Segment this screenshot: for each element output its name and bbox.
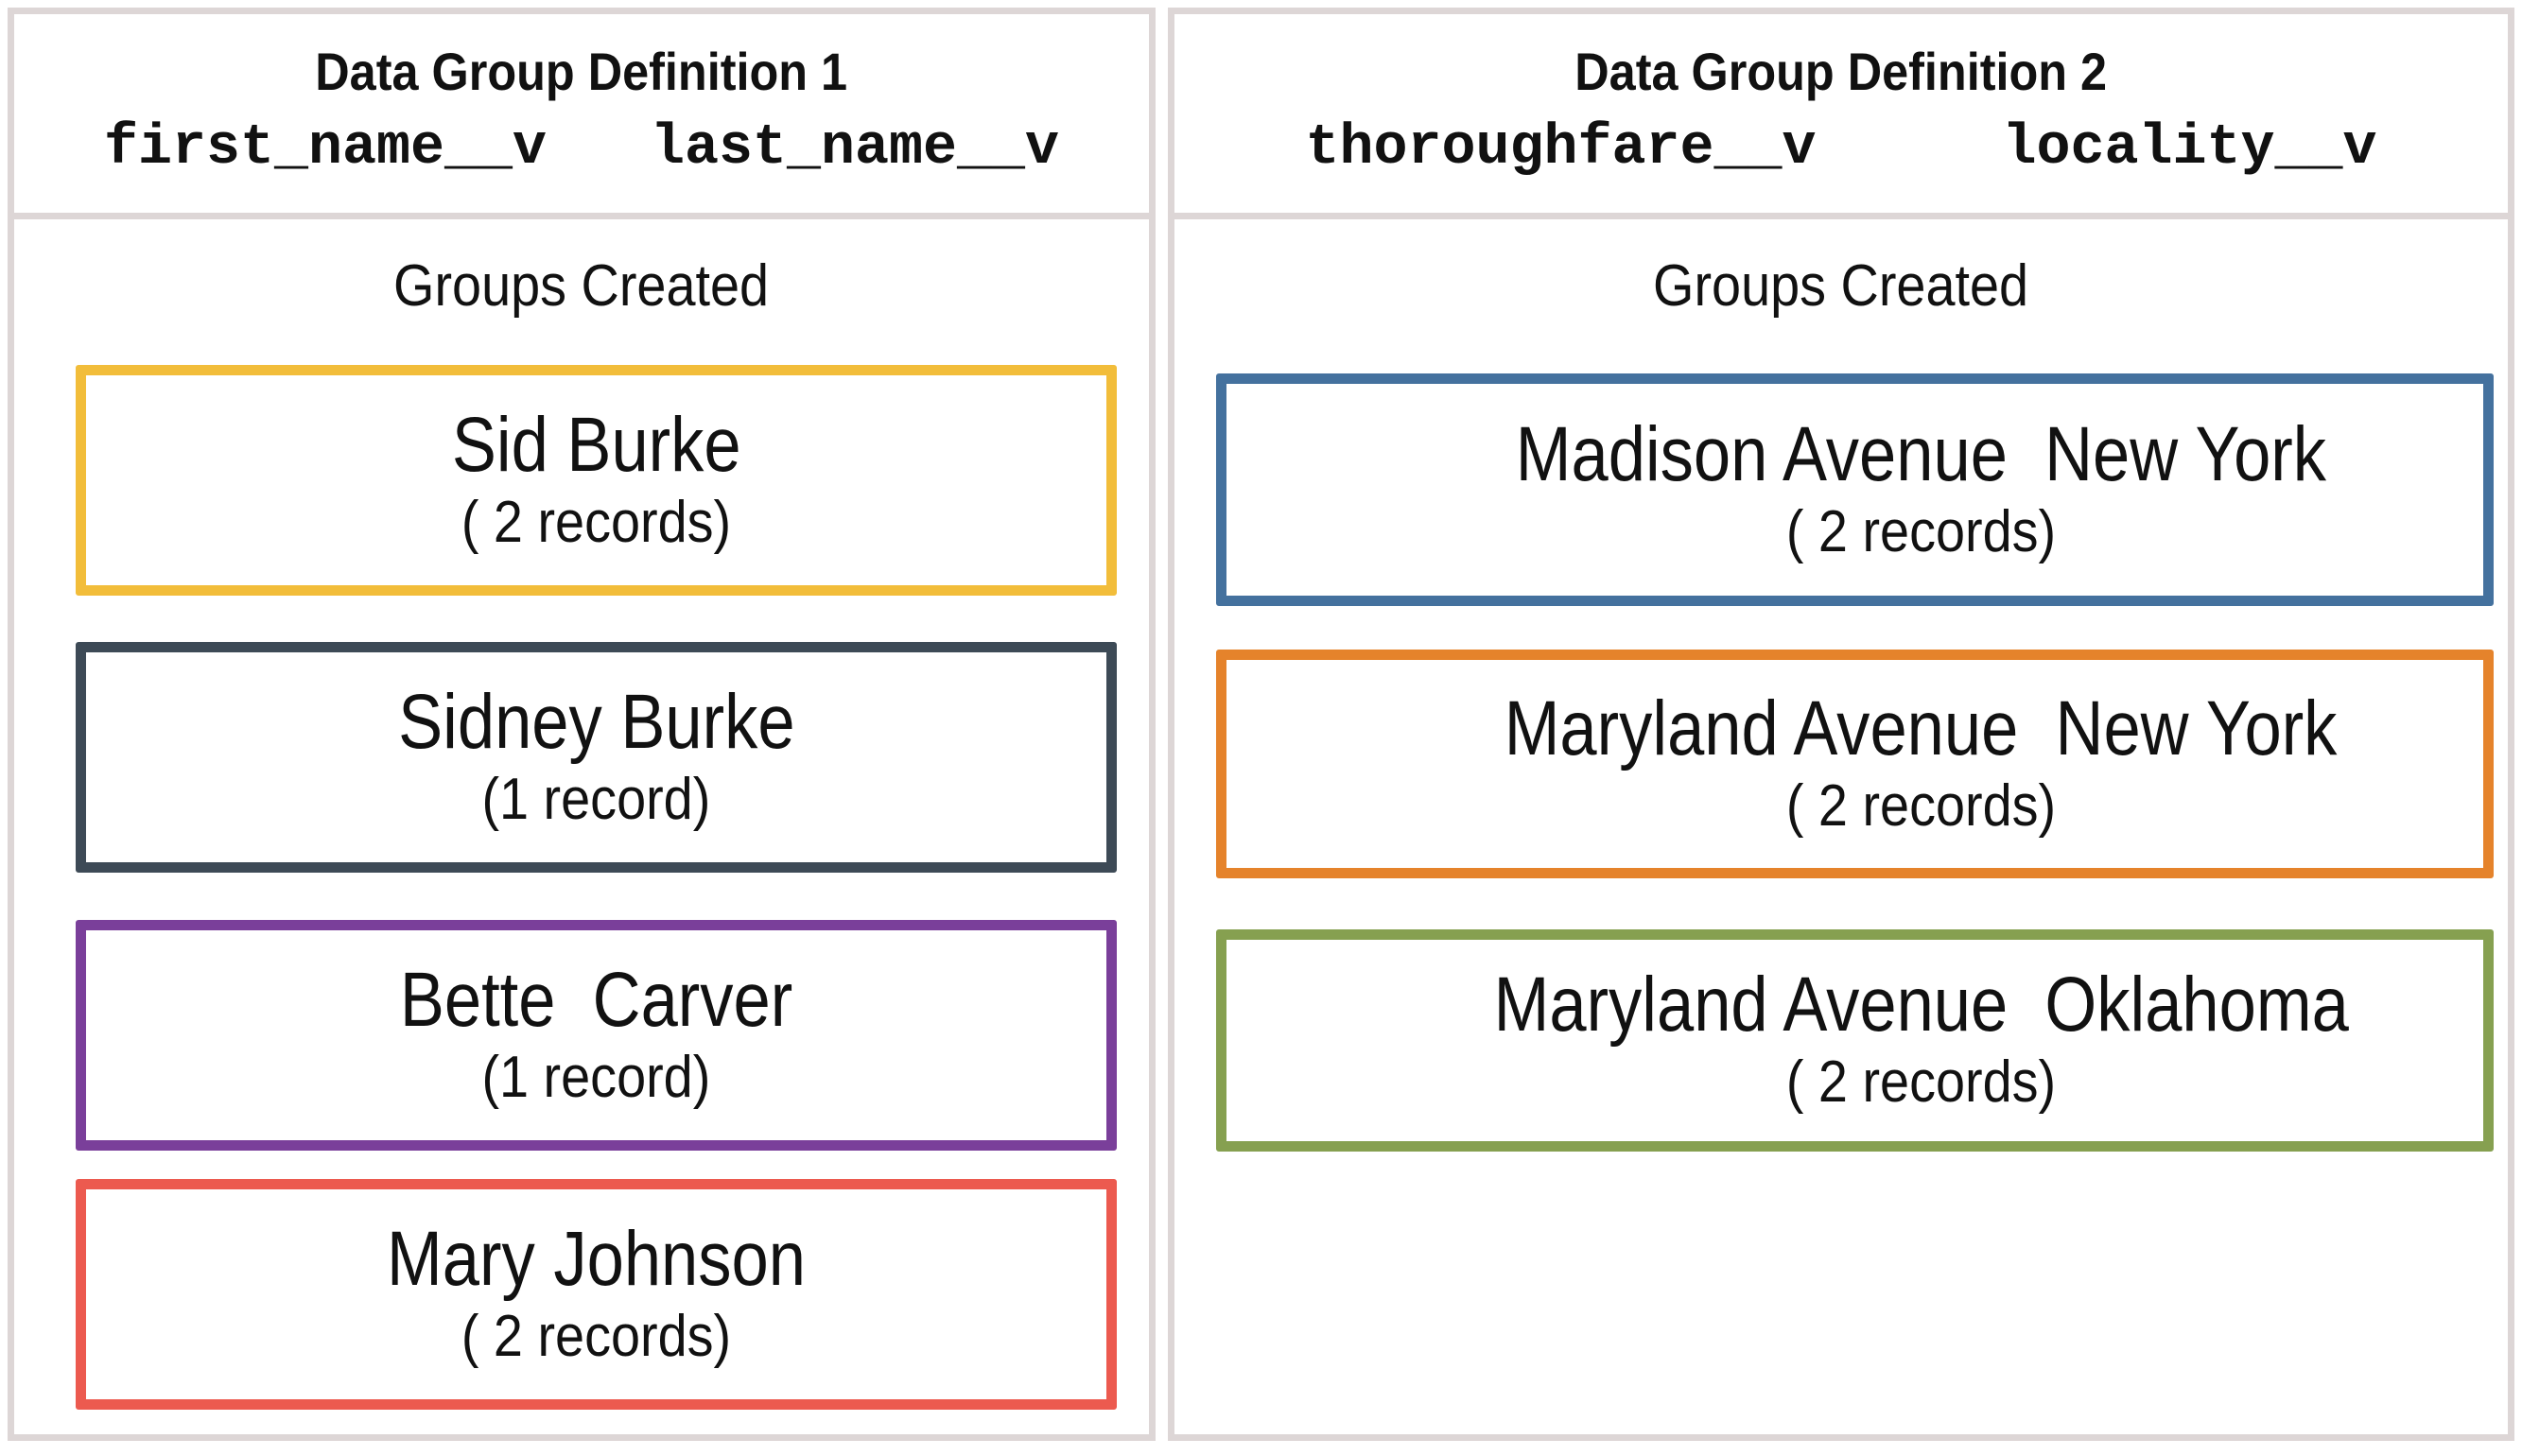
group-box: Sid Burke ( 2 records) <box>76 365 1117 596</box>
group-name: Madison Avenue New York <box>1515 410 2327 497</box>
group-box: Sidney Burke (1 record) <box>76 642 1117 873</box>
group-name: Mary Johnson <box>387 1215 806 1302</box>
data-group-definition-2-panel: Data Group Definition 2 thoroughfare__v … <box>1168 8 2514 1441</box>
group-name: Maryland Avenue Oklahoma <box>1493 962 2349 1049</box>
group-record-count: ( 2 records) <box>1785 498 2057 564</box>
group-box: Bette Carver (1 record) <box>76 920 1117 1151</box>
group-box: Maryland Avenue New York ( 2 records) <box>1216 650 2494 878</box>
group-box: Mary Johnson ( 2 records) <box>76 1179 1117 1410</box>
subtitle-text: Groups Created <box>393 253 770 319</box>
groups-created-label: Groups Created <box>14 252 1149 320</box>
definition-header: Data Group Definition 1 first_name__v la… <box>14 14 1149 219</box>
groups-created-label: Groups Created <box>1174 252 2508 320</box>
title-text: Data Group Definition 2 <box>1574 42 2108 101</box>
field-name: last_name__v <box>650 116 1060 181</box>
subtitle-text: Groups Created <box>1653 253 2029 319</box>
group-name: Bette Carver <box>399 956 793 1043</box>
group-record-count: (1 record) <box>481 1044 711 1110</box>
group-name: Maryland Avenue New York <box>1505 685 2338 771</box>
group-box: Maryland Avenue Oklahoma ( 2 records) <box>1216 929 2494 1152</box>
group-name: Sidney Burke <box>397 678 795 765</box>
group-record-count: ( 2 records) <box>461 1303 732 1369</box>
definition-title: Data Group Definition 1 <box>14 41 1149 102</box>
group-record-count: ( 2 records) <box>1785 772 2057 839</box>
group-box: Madison Avenue New York ( 2 records) <box>1216 373 2494 606</box>
group-text: Madison Avenue New York ( 2 records) <box>1450 410 2392 568</box>
group-name: Sid Burke <box>451 401 741 488</box>
group-record-count: ( 2 records) <box>461 489 732 555</box>
field-name: locality__v <box>2002 116 2377 181</box>
data-group-definition-1-panel: Data Group Definition 1 first_name__v la… <box>8 8 1156 1441</box>
definition-header: Data Group Definition 2 thoroughfare__v … <box>1174 14 2508 219</box>
group-record-count: (1 record) <box>481 766 711 832</box>
field-name: thoroughfare__v <box>1305 116 1817 181</box>
field-list: thoroughfare__v locality__v <box>1174 116 2508 181</box>
field-list: first_name__v last_name__v <box>14 116 1149 181</box>
field-name: first_name__v <box>103 116 548 181</box>
title-text: Data Group Definition 1 <box>315 42 848 101</box>
definition-title: Data Group Definition 2 <box>1174 41 2508 102</box>
group-record-count: ( 2 records) <box>1785 1049 2057 1116</box>
group-text: Maryland Avenue Oklahoma ( 2 records) <box>1424 962 2418 1118</box>
group-text: Maryland Avenue New York ( 2 records) <box>1436 685 2405 842</box>
